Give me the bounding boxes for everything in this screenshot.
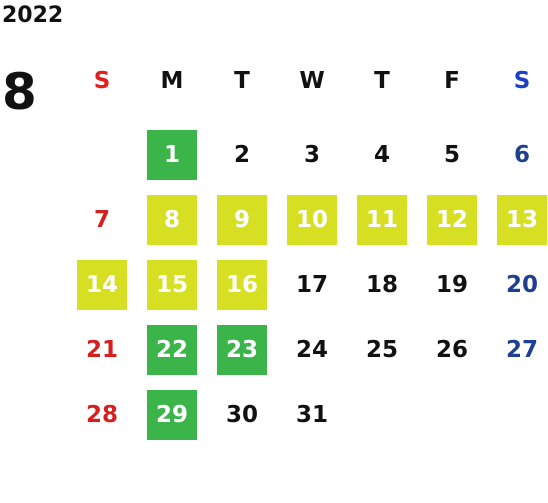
day-13[interactable]: 13 bbox=[497, 194, 547, 245]
weekday-sun: S bbox=[93, 68, 111, 94]
day-28[interactable]: 28 bbox=[85, 401, 118, 428]
calendar-cell[interactable]: 23 bbox=[207, 317, 277, 382]
calendar-cell[interactable]: 10 bbox=[277, 187, 347, 252]
day-16[interactable]: 16 bbox=[217, 259, 267, 310]
day-20[interactable]: 20 bbox=[505, 271, 538, 298]
day-25[interactable]: 25 bbox=[365, 336, 398, 363]
calendar-cell[interactable]: 20 bbox=[487, 252, 548, 317]
calendar-cell[interactable]: 2 bbox=[207, 122, 277, 187]
day-29[interactable]: 29 bbox=[147, 389, 197, 440]
calendar-cell[interactable]: 15 bbox=[137, 252, 207, 317]
day-9[interactable]: 9 bbox=[217, 194, 267, 245]
day-10[interactable]: 10 bbox=[287, 194, 337, 245]
day-17[interactable]: 17 bbox=[295, 271, 328, 298]
weekday-fri: F bbox=[444, 68, 460, 94]
day-11[interactable]: 11 bbox=[357, 194, 407, 245]
day-3[interactable]: 3 bbox=[303, 141, 320, 168]
month-label: 8 bbox=[2, 63, 37, 121]
calendar-cell[interactable]: 25 bbox=[347, 317, 417, 382]
calendar-cell[interactable]: 12 bbox=[417, 187, 487, 252]
calendar-cell[interactable]: 31 bbox=[277, 382, 347, 447]
weekday-wed: W bbox=[299, 68, 325, 94]
calendar-cell[interactable]: 22 bbox=[137, 317, 207, 382]
day-23[interactable]: 23 bbox=[217, 324, 267, 375]
calendar-cell[interactable]: 11 bbox=[347, 187, 417, 252]
day-19[interactable]: 19 bbox=[435, 271, 468, 298]
calendar-cell[interactable]: 30 bbox=[207, 382, 277, 447]
weekday-sat: S bbox=[513, 68, 531, 94]
day-7[interactable]: 7 bbox=[93, 206, 110, 233]
day-30[interactable]: 30 bbox=[225, 401, 258, 428]
day-24[interactable]: 24 bbox=[295, 336, 328, 363]
calendar-cell[interactable]: 28 bbox=[67, 382, 137, 447]
calendar-cell[interactable]: 9 bbox=[207, 187, 277, 252]
calendar-cell[interactable]: 1 bbox=[137, 122, 207, 187]
day-31[interactable]: 31 bbox=[295, 401, 328, 428]
weekday-thu: T bbox=[374, 68, 390, 94]
day-8[interactable]: 8 bbox=[147, 194, 197, 245]
weekday-mon: M bbox=[160, 68, 184, 94]
calendar-cell[interactable]: 17 bbox=[277, 252, 347, 317]
year-label: 2022 bbox=[2, 3, 64, 28]
weekday-tue: T bbox=[234, 68, 250, 94]
calendar-cell[interactable]: 24 bbox=[277, 317, 347, 382]
day-12[interactable]: 12 bbox=[427, 194, 477, 245]
calendar-cell[interactable]: 4 bbox=[347, 122, 417, 187]
day-1[interactable]: 1 bbox=[147, 129, 197, 180]
day-6[interactable]: 6 bbox=[513, 141, 530, 168]
calendar-cell[interactable]: 26 bbox=[417, 317, 487, 382]
day-18[interactable]: 18 bbox=[365, 271, 398, 298]
calendar-cell[interactable]: 3 bbox=[277, 122, 347, 187]
day-4[interactable]: 4 bbox=[373, 141, 390, 168]
day-2[interactable]: 2 bbox=[233, 141, 250, 168]
calendar-cell[interactable]: 18 bbox=[347, 252, 417, 317]
calendar-cell[interactable]: 7 bbox=[67, 187, 137, 252]
calendar-cell[interactable]: 6 bbox=[487, 122, 548, 187]
day-21[interactable]: 21 bbox=[85, 336, 118, 363]
day-22[interactable]: 22 bbox=[147, 324, 197, 375]
day-27[interactable]: 27 bbox=[505, 336, 538, 363]
day-26[interactable]: 26 bbox=[435, 336, 468, 363]
calendar-cell[interactable]: 27 bbox=[487, 317, 548, 382]
calendar-cell[interactable]: 8 bbox=[137, 187, 207, 252]
day-15[interactable]: 15 bbox=[147, 259, 197, 310]
calendar-cell[interactable]: 16 bbox=[207, 252, 277, 317]
calendar-cell[interactable]: 29 bbox=[137, 382, 207, 447]
day-14[interactable]: 14 bbox=[77, 259, 127, 310]
calendar-cell[interactable]: 14 bbox=[67, 252, 137, 317]
calendar-cell[interactable]: 5 bbox=[417, 122, 487, 187]
calendar-cell[interactable]: 19 bbox=[417, 252, 487, 317]
day-5[interactable]: 5 bbox=[443, 141, 460, 168]
calendar-cell[interactable]: 13 bbox=[487, 187, 548, 252]
calendar-cell[interactable]: 21 bbox=[67, 317, 137, 382]
